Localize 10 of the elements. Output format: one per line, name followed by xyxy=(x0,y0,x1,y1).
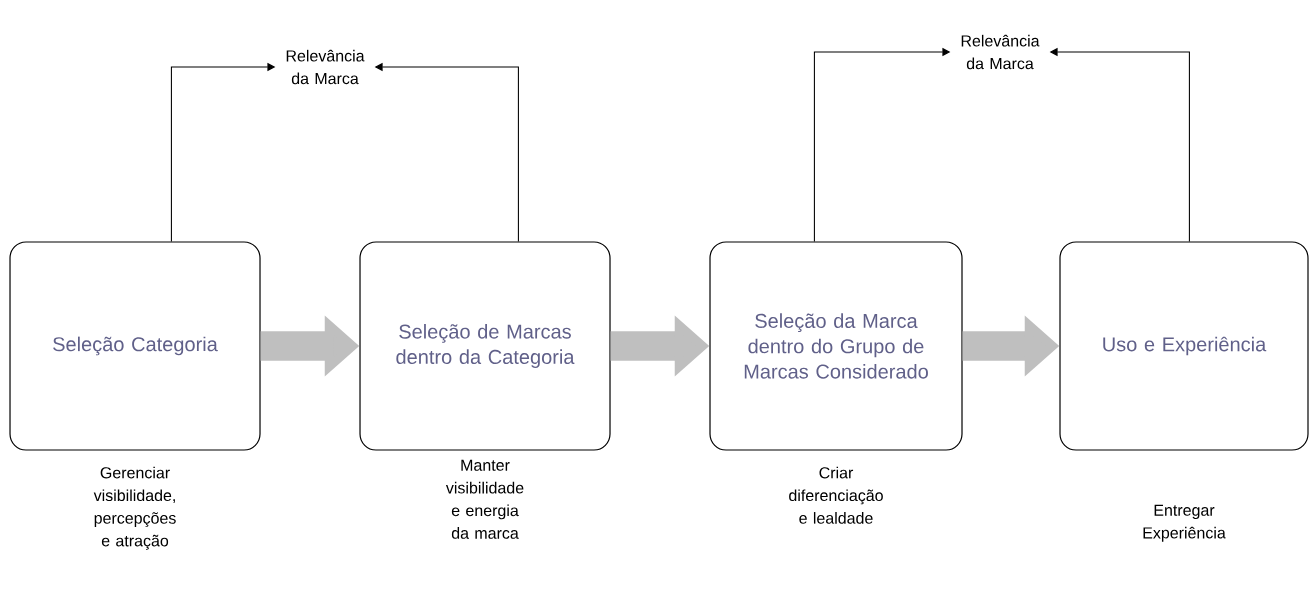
label-text: Relevância da Marca xyxy=(961,34,1040,70)
label-text: Relevância da Marca xyxy=(286,49,365,85)
caption-text: Gerenciar visibilidade, percepções e atração xyxy=(93,466,176,550)
process-box: Seleção da Marca dentro do Grupo de Marcas Considerado xyxy=(709,241,963,451)
caption-text: Entregar Experiência xyxy=(1143,504,1226,542)
process-box: Uso e Experiência xyxy=(1059,241,1309,451)
caption-text: Manter visibilidade e energia da marca xyxy=(445,459,524,539)
caption-text: Criar diferenciação e lealdade xyxy=(789,466,883,524)
process-box: Seleção de Marcas dentro da Categoria xyxy=(359,241,611,451)
process-box: Seleção Categoria xyxy=(9,241,261,451)
